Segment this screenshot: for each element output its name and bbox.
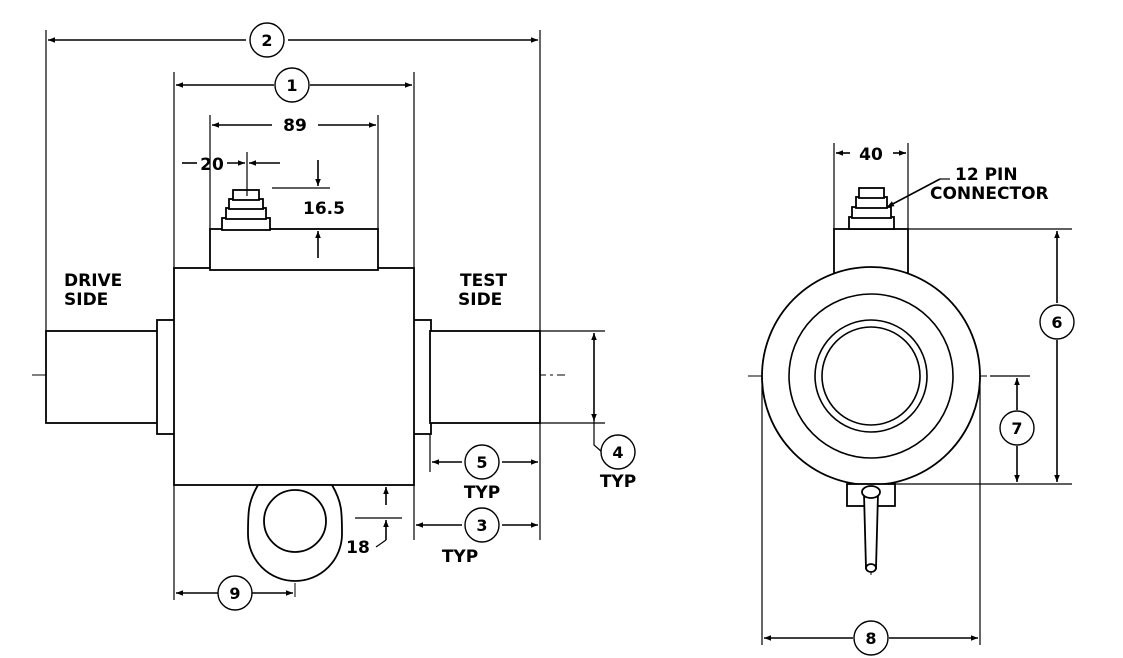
dimension-16-5: 16.5	[272, 160, 345, 258]
dimension-2: 2	[45, 22, 541, 331]
bubble-2	[249, 22, 285, 58]
dimension-89: 89	[209, 115, 379, 229]
dimension-40: 40	[833, 143, 909, 229]
bubble-7-label: 7	[1011, 419, 1022, 438]
bubble-5	[464, 444, 500, 480]
connector-label-2: CONNECTOR	[930, 184, 1049, 204]
dim-20-label: 20	[200, 155, 224, 175]
bubble-1-label: 1	[286, 76, 297, 95]
dimension-9: 9	[173, 485, 293, 611]
dimension-18: 18	[346, 487, 402, 558]
drive-shaft	[45, 330, 159, 424]
bubble-4-label: 4	[612, 443, 623, 462]
connector-housing	[209, 228, 379, 271]
bubble-1	[274, 67, 310, 103]
bubble-2-label: 2	[261, 31, 272, 50]
shaft-outer	[814, 319, 928, 433]
drive-collar	[156, 319, 176, 435]
bubble-8	[853, 620, 889, 656]
connector-leader: 12 PIN CONNECTOR	[886, 165, 1049, 208]
flange-ring	[788, 293, 954, 459]
dim-89-label: 89	[283, 116, 307, 136]
dim-18-label: 18	[346, 538, 370, 558]
lifting-eye	[247, 484, 343, 582]
shaft-inner	[821, 326, 921, 426]
dim-16-5-label: 16.5	[303, 199, 345, 219]
bubble-4	[600, 434, 636, 470]
drive-side-label-2: SIDE	[64, 290, 108, 310]
connector-label-1: 12 PIN	[955, 165, 1018, 185]
drive-side-label-1: DRIVE	[64, 271, 122, 291]
sensor-body	[173, 267, 415, 486]
dimension-6: 6	[895, 228, 1075, 485]
bubble-7	[999, 410, 1035, 446]
bubble-3	[464, 507, 500, 543]
dimension-4: 4 TYP	[540, 330, 636, 492]
bubble-9	[217, 575, 253, 611]
bubble-5-label: 5	[476, 453, 487, 472]
test-shaft	[429, 330, 541, 424]
bubble-3-label: 3	[476, 516, 487, 535]
eye-pin	[863, 493, 879, 569]
dimension-7: 7	[990, 375, 1035, 482]
test-collar	[412, 319, 432, 435]
dim-4-typ: TYP	[600, 472, 636, 492]
bubble-6	[1039, 304, 1075, 340]
connector-plug	[221, 189, 271, 231]
bubble-6-label: 6	[1051, 313, 1062, 332]
dimension-5: 5 TYP	[429, 434, 538, 503]
dimension-1: 1	[173, 67, 415, 268]
side-view: 2 1 89 20	[32, 22, 636, 611]
test-side-label-1: TEST	[460, 271, 507, 291]
dimension-3: 3 TYP	[413, 423, 541, 567]
bubble-9-label: 9	[229, 584, 240, 603]
end-view: 40 12 PIN CONNECTOR 6 7	[748, 143, 1075, 656]
test-side-label-2: SIDE	[458, 290, 502, 310]
dimension-20: 20	[182, 152, 280, 196]
flange-outer	[761, 266, 981, 486]
dim-40-label: 40	[859, 145, 883, 165]
dim-3-typ: TYP	[442, 547, 478, 567]
bubble-8-label: 8	[865, 629, 876, 648]
dimension-8: 8	[761, 376, 981, 656]
dim-5-typ: TYP	[464, 483, 500, 503]
end-connector-plug	[848, 187, 895, 230]
